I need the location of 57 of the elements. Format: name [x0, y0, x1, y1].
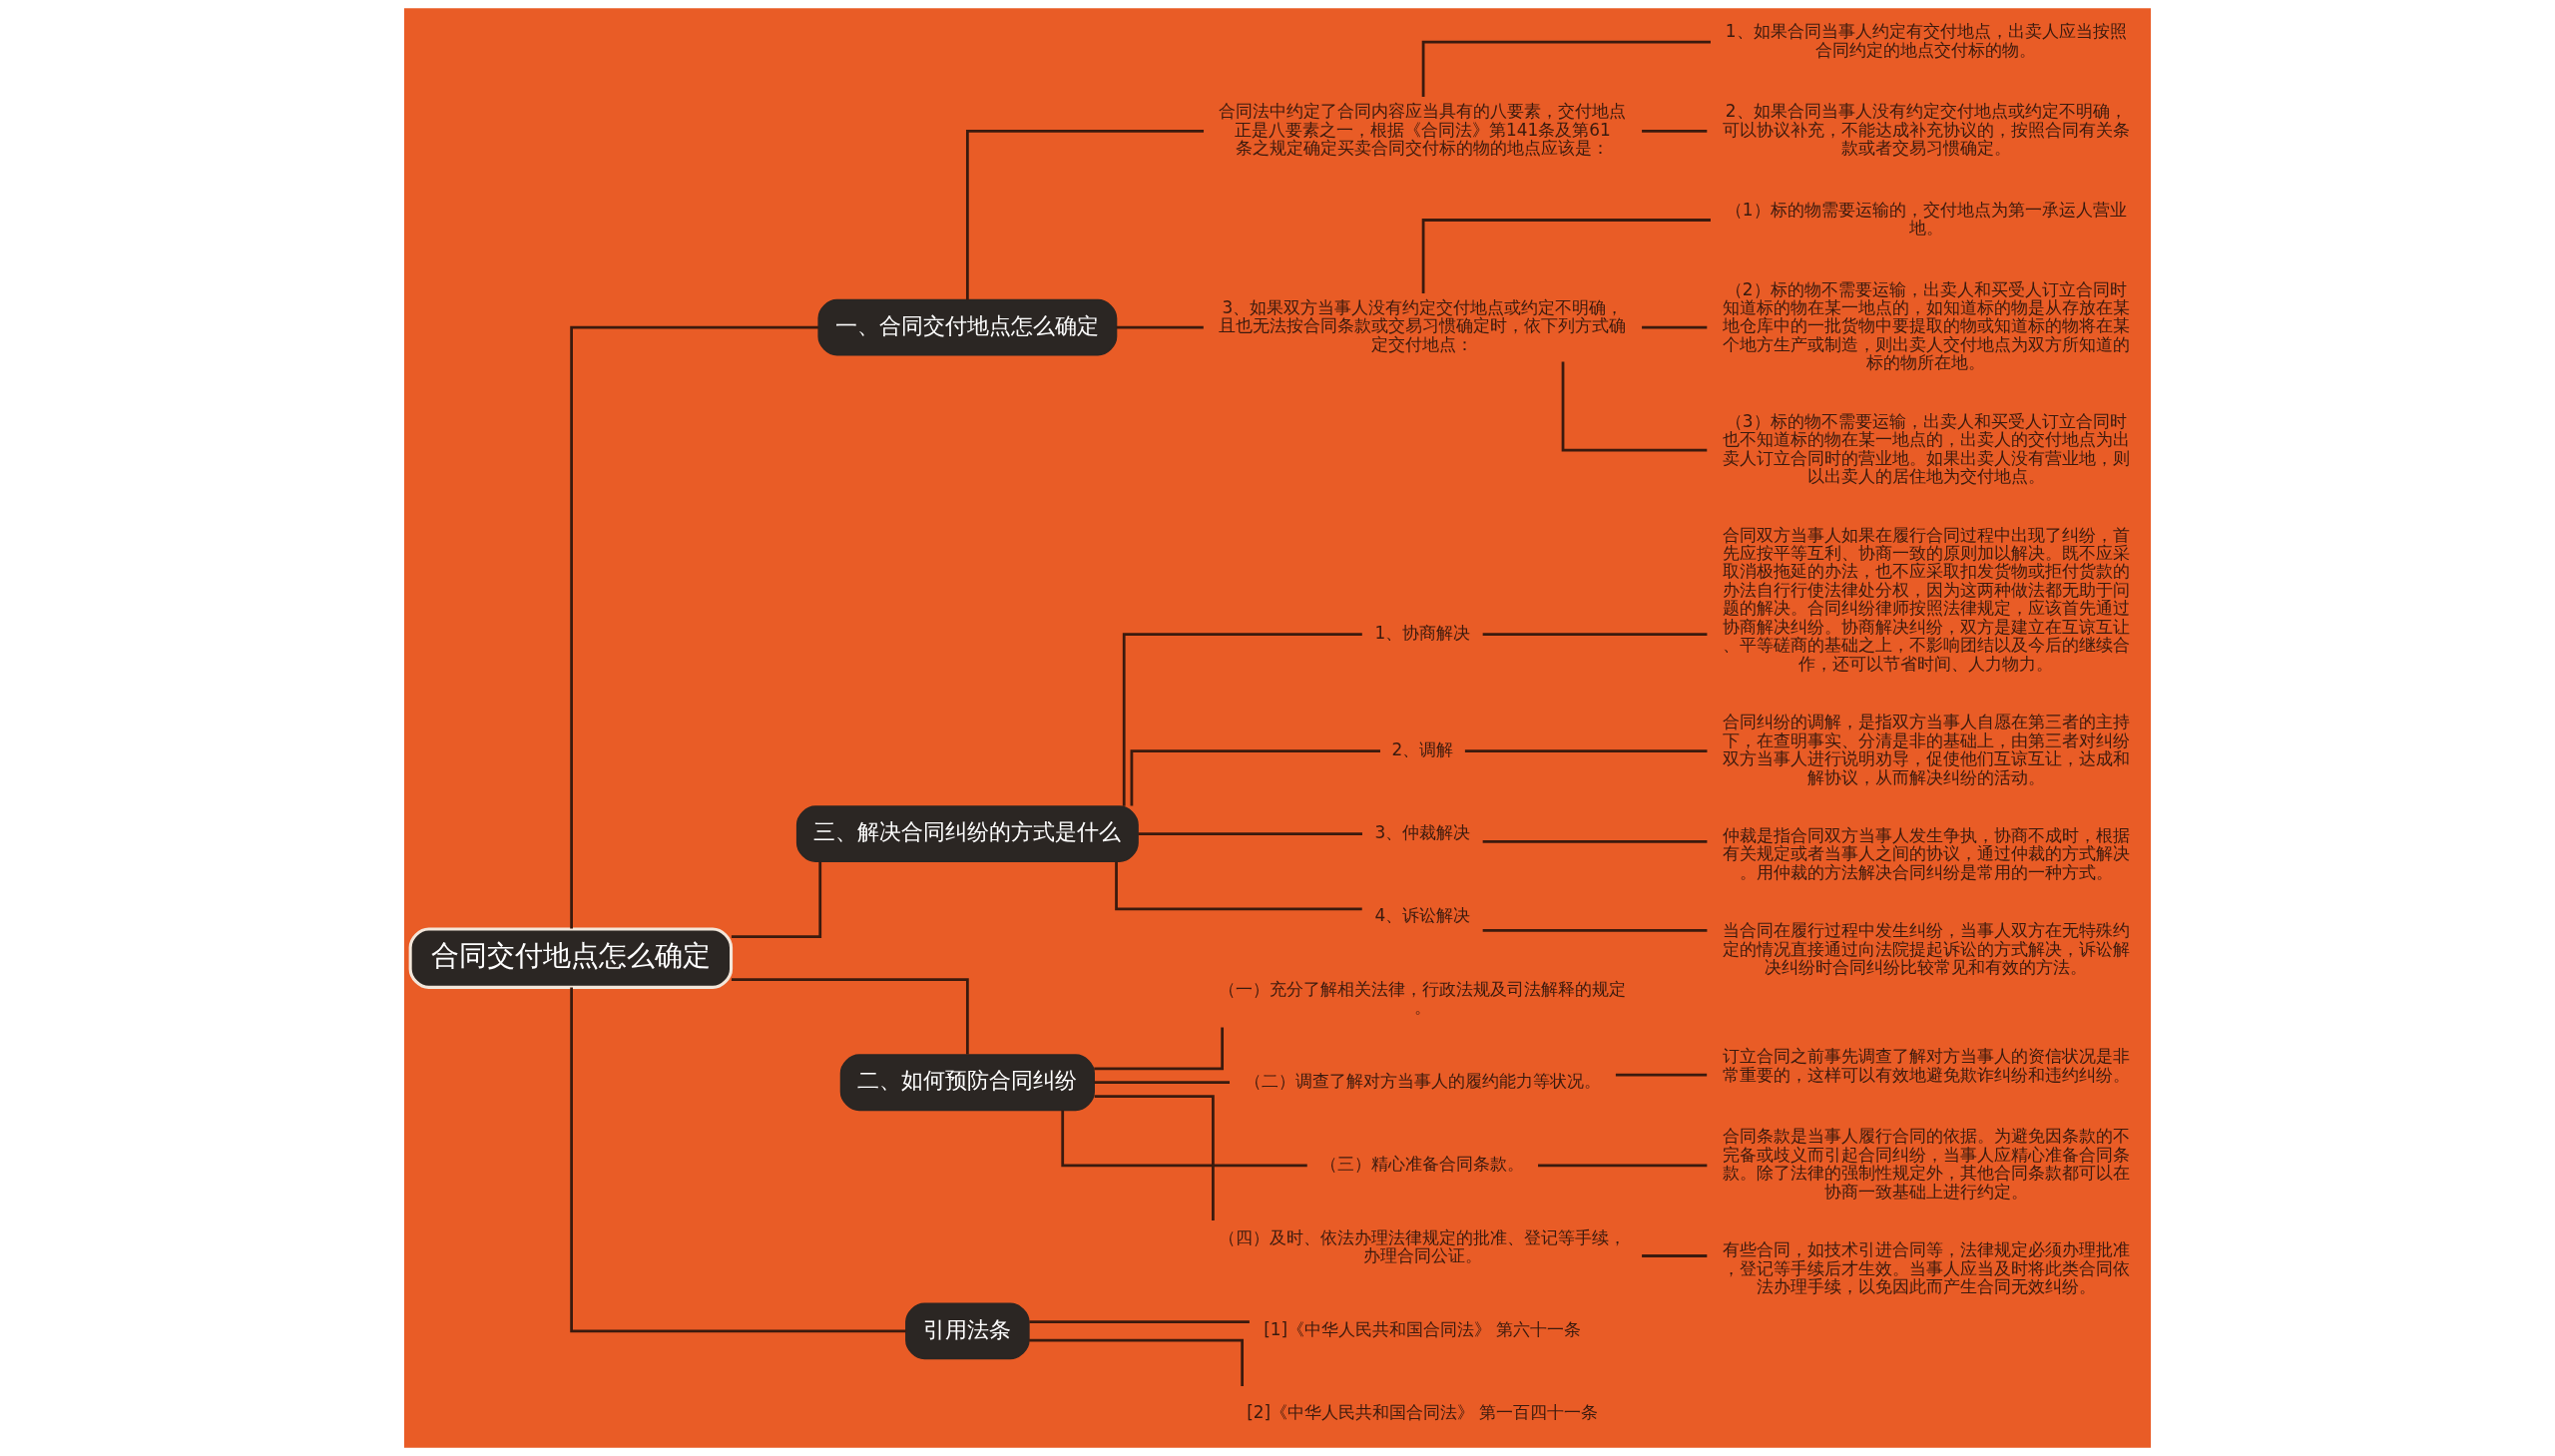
node-text: 合同双方当事人如果在履行合同过程中出现了纠纷，首先应按平等互利、协商一致的原则加以解决。既不应采取消极拖延的办法，也不应采取扣发货物或拒付货款的办法自行行使法律处分权，因为这两种做法都无助于问题的解决。合同纠纷律师按照法律规定，应该首先通过协商解决纠纷。协商解决纠纷，双方是建立在互谅互让、平等磋商的基础之上，不影响团结以及今后的继续合作，还可以节省时间、人力物力。 — [1722, 524, 2130, 674]
node-box: 三、解决合同纠纷的方式是什么 — [795, 805, 1139, 863]
node-text: （一）充分了解相关法律，行政法规及司法解释的规定。 — [1219, 978, 1627, 1018]
node-text: 合同条款是当事人履行合同的依据。为避免因条款的不完备或歧义而引起合同纠纷，当事人应精心准备合同条款。除了法律的强制性规定外，其他合同条款都可以在协商一致基础上进行约定。 — [1722, 1126, 2130, 1202]
node-text: （四）及时、依法办理法律规定的批准、登记等手续，办理合同公证。 — [1219, 1226, 1627, 1266]
node-text: （2）标的物不需要运输，出卖人和买受人订立合同时知道标的物在某一地点的，如知道标的物是从存放在某地仓库中的一批货物中要提取的物或知道标的物将在某个地方生产或制造，则出卖人交付地点为双方所知道的标的物所在地。 — [1722, 278, 2130, 373]
node-text: 合同纠纷的调解，是指双方当事人自愿在第三者的主持下，在查明事实、分清是非的基础上，由第三者对纠纷双方当事人进行说明劝导，促使他们互谅互让，达成和解协议，从而解决纠纷的活动。 — [1722, 712, 2130, 787]
node-text: 当合同在履行过程中发生纠纷，当事人双方在无特殊约定的情况直接通过向法院提起诉讼的方式解决，诉讼解决纠纷时合同纠纷比较常见和有效的方法。 — [1722, 920, 2130, 978]
connector — [1138, 832, 1362, 835]
connector — [1421, 219, 1711, 294]
connector — [1061, 1110, 1307, 1168]
connector — [1482, 839, 1708, 843]
connector — [1482, 929, 1708, 932]
connector — [1130, 749, 1380, 806]
connector — [1615, 1073, 1708, 1077]
connector — [1482, 633, 1708, 637]
node-text: 1、如果合同当事人约定有交付地点，出卖人应当按照合同约定的地点交付标的物。 — [1725, 21, 2127, 60]
connector — [570, 325, 818, 929]
connector — [1642, 129, 1708, 133]
node-text: 2、调解 — [1391, 738, 1454, 759]
connector — [1561, 361, 1708, 452]
connector — [1116, 325, 1204, 329]
node-text: 订立合同之前事先调查了解对方当事人的资信状况是非常重要的，这样可以有效地避免欺诈纠纷和违约纠纷。 — [1722, 1046, 2130, 1085]
connector — [1115, 861, 1362, 911]
node-box: 二、如何预防合同纠纷 — [839, 1054, 1095, 1112]
connector — [1642, 1254, 1708, 1257]
connector — [966, 129, 1205, 300]
connector — [1538, 1164, 1708, 1168]
connector — [731, 978, 969, 1055]
connector — [731, 861, 822, 939]
node-text: [1]《中华人民共和国合同法》 第六十一条 — [1264, 1319, 1582, 1340]
connector — [1122, 633, 1362, 806]
node-text: 合同法中约定了合同内容应当具有的八要素，交付地点正是八要素之一，根据《合同法》第141条及第61条之规定确定买卖合同交付标的物的地点应该是： — [1219, 101, 1627, 159]
node-text: 1、协商解决 — [1374, 623, 1471, 643]
connector — [1029, 1320, 1250, 1323]
node-text: [2]《中华人民共和国合同法》 第一百四十一条 — [1247, 1402, 1599, 1423]
node-text: （二）调查了解对方当事人的履约能力等状况。 — [1244, 1071, 1601, 1092]
connector — [1094, 1095, 1215, 1220]
node-text: 2、如果合同当事人没有约定交付地点或约定不明确，可以协议补充，不能达成补充协议的，按照合同有关条款或者交易习惯确定。 — [1722, 101, 2130, 159]
connector — [1464, 749, 1708, 752]
node-box: 一、合同交付地点怎么确定 — [817, 298, 1118, 356]
connector — [1421, 40, 1711, 98]
connector — [1094, 1027, 1225, 1071]
node-text: （三）精心准备合同条款。 — [1320, 1154, 1525, 1175]
node-text: 4、诉讼解决 — [1374, 904, 1471, 925]
node-text: 仲裁是指合同双方当事人发生争执，协商不成时，根据有关规定或者当事人之间的协议，通过仲裁的方式解决。用仲裁的方法解决合同纠纷是常用的一种方式。 — [1722, 824, 2130, 882]
node-box: 引用法条 — [905, 1302, 1030, 1360]
node-text: 有些合同，如技术引进合同等，法律规定必须办理批准，登记等手续后才生效。当事人应当及时将此类合同依法办理手续，以免因此而产生合同无效纠纷。 — [1722, 1239, 2130, 1297]
node-text: （3）标的物不需要运输，出卖人和买受人订立合同时也不知道标的物在某一地点的，出卖人的交付地点为出卖人订立合同时的营业地。如果出卖人没有营业地，则以出卖人的居住地为交付地点。 — [1722, 410, 2130, 487]
connector — [1094, 1081, 1230, 1085]
connector — [1642, 325, 1708, 329]
node-text: 3、如果双方当事人没有约定交付地点或约定不明确，且也无法按合同条款或交易习惯确定时，依下列方式确定交付地点： — [1219, 296, 1627, 354]
connector — [570, 987, 906, 1333]
connector — [1029, 1338, 1244, 1386]
node-box: 合同交付地点怎么确定 — [408, 927, 734, 989]
node-text: 3、仲裁解决 — [1374, 821, 1471, 842]
node-text: （1）标的物需要运输的，交付地点为第一承运人营业地。 — [1725, 199, 2127, 239]
